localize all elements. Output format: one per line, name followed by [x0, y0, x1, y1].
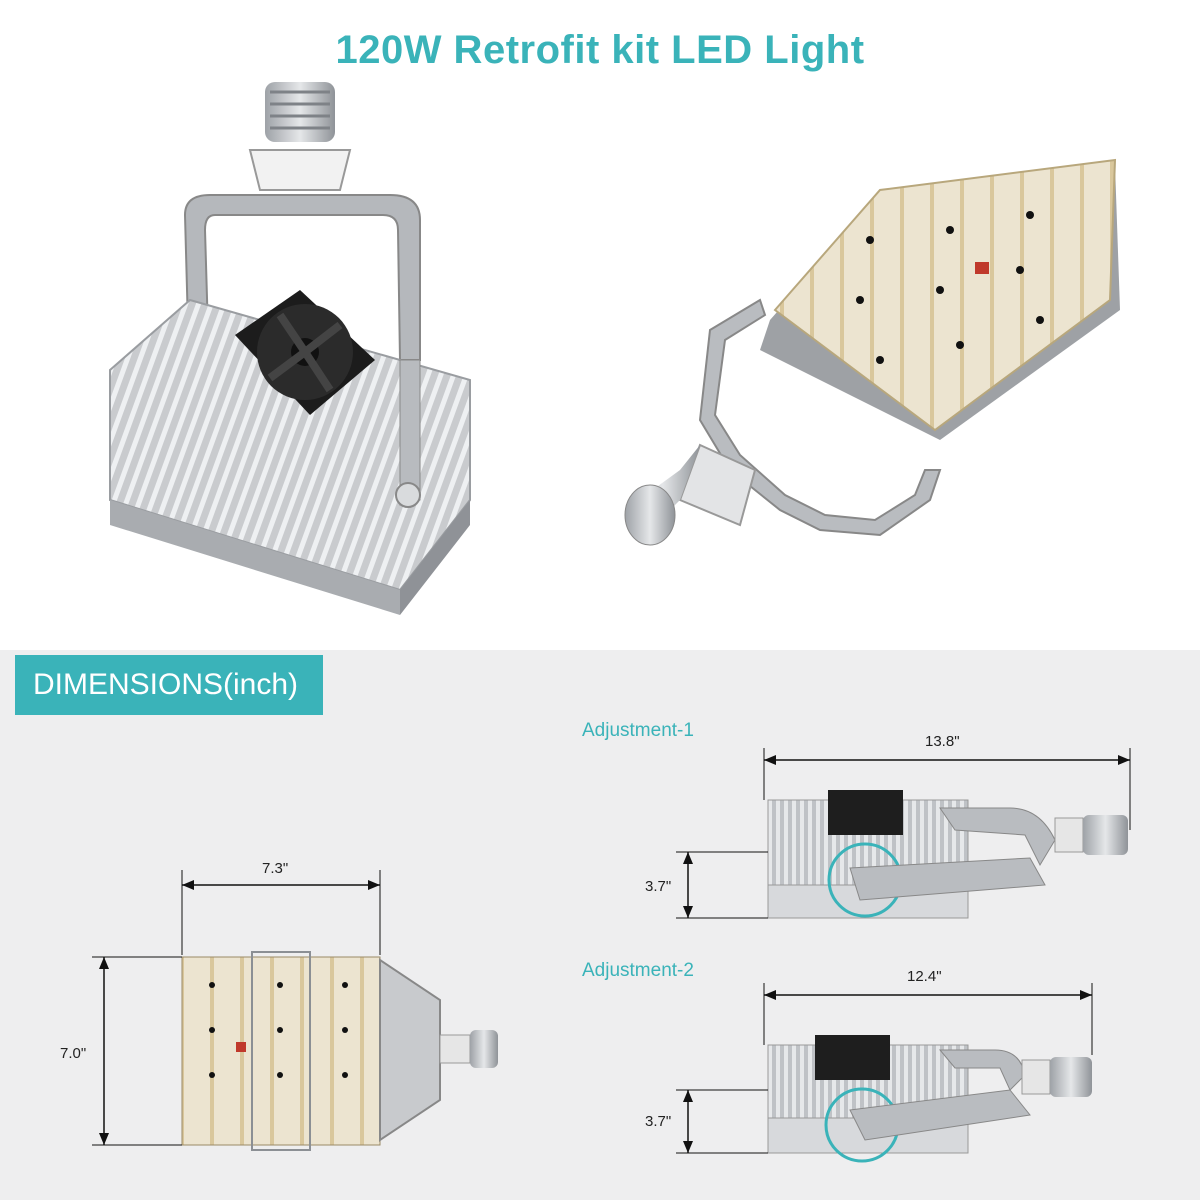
adjustment-2-length-label: 12.4" [907, 968, 942, 985]
front-view-drawing [92, 870, 498, 1151]
fan-icon [828, 790, 903, 835]
led-board-icon [773, 158, 1117, 432]
adjustment-1-drawing [676, 748, 1131, 919]
adjustment-1-height-label: 3.7" [645, 878, 672, 895]
heatsink-icon [109, 298, 471, 615]
adjustment-1-label: Adjustment-1 [582, 720, 694, 741]
bulb-socket-icon [1021, 1057, 1092, 1097]
adjustment-2-drawing [676, 983, 1093, 1163]
front-height-label: 7.0" [60, 1045, 87, 1062]
product-view-led-side [624, 158, 1120, 546]
dimensions-banner: DIMENSIONS(inch) [15, 655, 323, 715]
product-view-fan-side [109, 82, 471, 615]
bulb-socket-icon [624, 443, 757, 546]
adjustment-2-label: Adjustment-2 [582, 960, 694, 981]
bulb-socket-icon [248, 82, 352, 191]
fan-icon [815, 1035, 890, 1080]
adjustment-1-length-label: 13.8" [925, 733, 960, 750]
fan-icon [235, 290, 375, 415]
bulb-socket-icon [1054, 815, 1128, 855]
adjustment-2-height-label: 3.7" [645, 1113, 672, 1130]
product-title: 120W Retrofit kit LED Light [335, 28, 865, 72]
front-width-label: 7.3" [262, 860, 289, 877]
bulb-socket-icon [439, 1030, 498, 1068]
